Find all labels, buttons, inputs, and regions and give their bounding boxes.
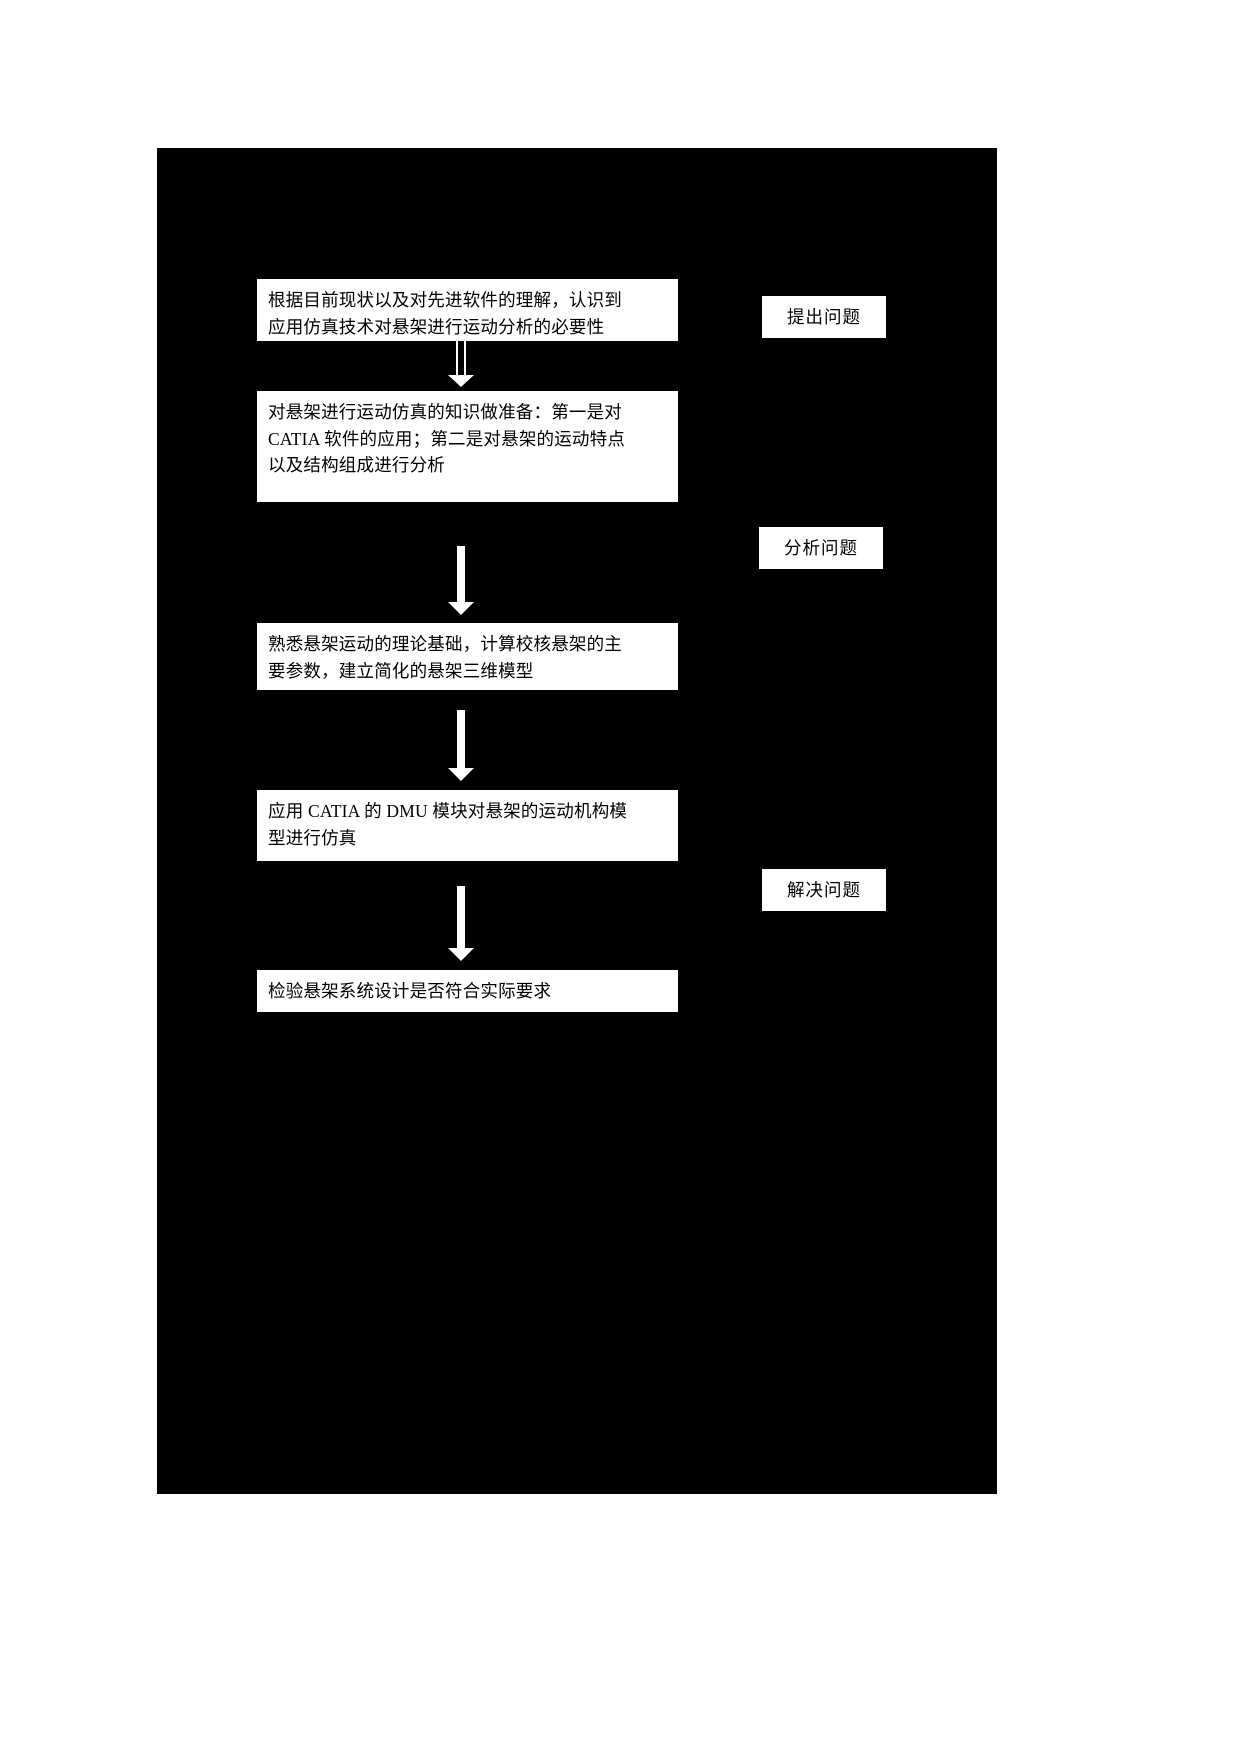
arrow-head [448, 375, 474, 387]
arrow-shaft [457, 886, 465, 950]
arrow-shaft [457, 546, 465, 604]
flow-step-text-2: 对悬架进行运动仿真的知识做准备：第一是对 CATIA 软件的应用；第二是对悬架的… [268, 402, 626, 476]
arrow-shaft [456, 341, 466, 377]
diagram-canvas: 根据目前现状以及对先进软件的理解，认识到 应用仿真技术对悬架进行运动分析的必要性… [157, 148, 997, 1494]
stage-label-box-1: 提出问题 [762, 296, 886, 338]
stage-label-text-1: 提出问题 [787, 307, 861, 327]
arrow-head [448, 602, 474, 615]
flow-step-text-1: 根据目前现状以及对先进软件的理解，认识到 应用仿真技术对悬架进行运动分析的必要性 [268, 290, 622, 337]
flow-step-box-4: 应用 CATIA 的 DMU 模块对悬架的运动机构模 型进行仿真 [257, 790, 678, 861]
flow-step-box-1: 根据目前现状以及对先进软件的理解，认识到 应用仿真技术对悬架进行运动分析的必要性 [257, 279, 678, 341]
stage-label-box-3: 解决问题 [762, 869, 886, 911]
arrow-head [448, 948, 474, 961]
flow-step-box-2: 对悬架进行运动仿真的知识做准备：第一是对 CATIA 软件的应用；第二是对悬架的… [257, 391, 678, 502]
flow-step-box-5: 检验悬架系统设计是否符合实际要求 [257, 970, 678, 1012]
down-arrow-icon-2 [448, 546, 474, 620]
arrow-shaft [457, 710, 465, 770]
stage-label-text-2: 分析问题 [784, 538, 858, 558]
down-arrow-icon-4 [448, 886, 474, 966]
down-arrow-icon-1 [448, 341, 474, 391]
stage-label-box-2: 分析问题 [759, 527, 883, 569]
arrow-head [448, 768, 474, 781]
flow-step-text-5: 检验悬架系统设计是否符合实际要求 [268, 981, 552, 1001]
flow-step-text-4: 应用 CATIA 的 DMU 模块对悬架的运动机构模 型进行仿真 [268, 801, 628, 848]
flow-step-text-3: 熟悉悬架运动的理论基础，计算校核悬架的主 要参数，建立简化的悬架三维模型 [268, 634, 622, 681]
stage-label-text-3: 解决问题 [787, 880, 861, 900]
down-arrow-icon-3 [448, 710, 474, 786]
flow-step-box-3: 熟悉悬架运动的理论基础，计算校核悬架的主 要参数，建立简化的悬架三维模型 [257, 623, 678, 690]
